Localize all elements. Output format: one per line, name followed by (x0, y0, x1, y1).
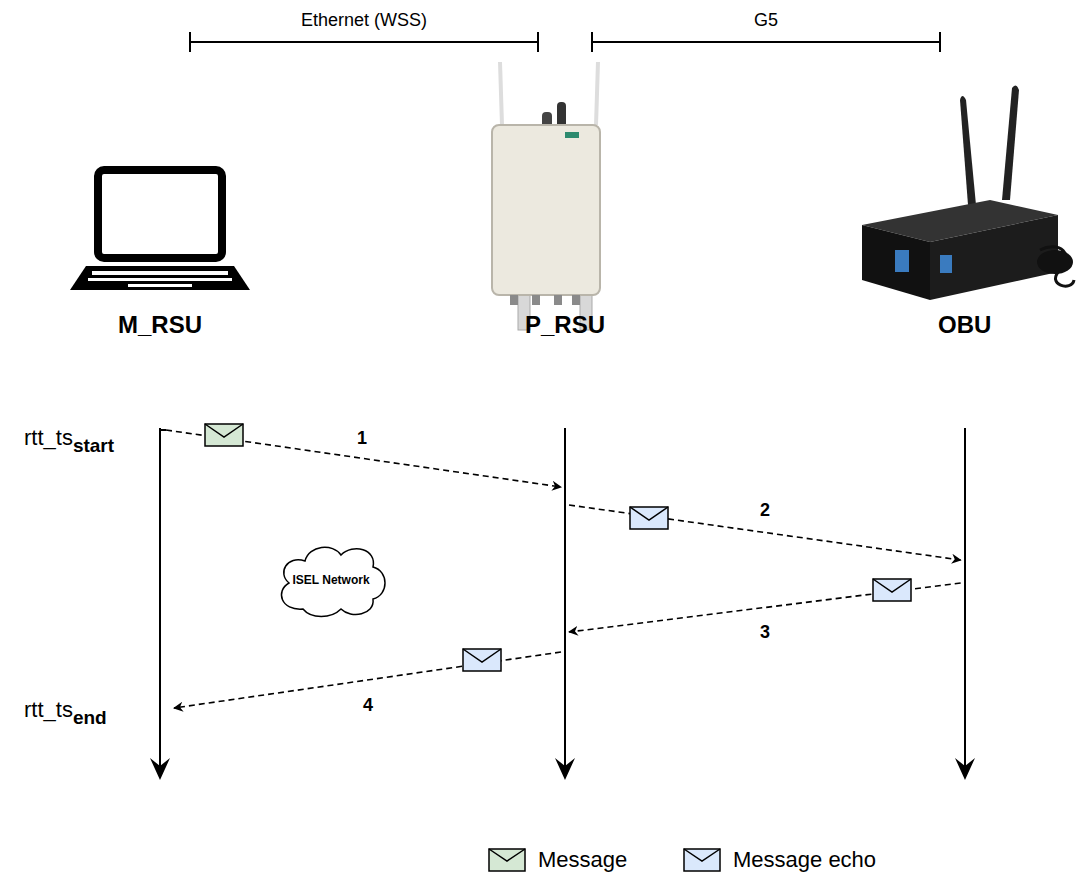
timestamp-name: rtt_ts (24, 425, 73, 450)
message-envelope (205, 424, 243, 446)
legend-text: Message (538, 847, 627, 873)
range-bracket (190, 32, 940, 52)
step-number: 1 (357, 428, 367, 449)
link-label: G5 (754, 10, 778, 31)
legend-text: Message echo (733, 847, 876, 873)
rsu-device (492, 62, 600, 330)
echo-envelope (463, 507, 911, 671)
timestamp-subscript: end (73, 707, 107, 728)
timestamp-label: rtt_tsend (24, 697, 107, 722)
timestamp-label: rtt_tsstart (24, 425, 114, 450)
network-cloud: ISEL Network (273, 539, 389, 621)
device-name: M_RSU (118, 311, 202, 339)
timestamp-subscript: start (73, 435, 114, 456)
step-number: 4 (363, 695, 373, 716)
laptop-icon (70, 170, 250, 290)
lifeline (160, 428, 965, 772)
legend-swatch (488, 848, 526, 872)
device-label-node: P_RSU (519, 309, 611, 341)
device-label-node: OBU (932, 309, 997, 341)
timestamp-name: rtt_ts (24, 697, 73, 722)
step-number: 3 (760, 622, 770, 643)
legend-swatch (683, 848, 721, 872)
device-name: OBU (938, 311, 991, 339)
device-name: P_RSU (525, 311, 605, 339)
lifeline-head (150, 758, 975, 780)
link-label: Ethernet (WSS) (301, 10, 427, 31)
legend-entry: Message echo (683, 847, 876, 873)
cloud-label: ISEL Network (292, 573, 369, 587)
device-label-node: M_RSU (112, 309, 208, 341)
obu-device (862, 85, 1074, 300)
step-number: 2 (760, 500, 770, 521)
legend-entry: Message (488, 847, 627, 873)
